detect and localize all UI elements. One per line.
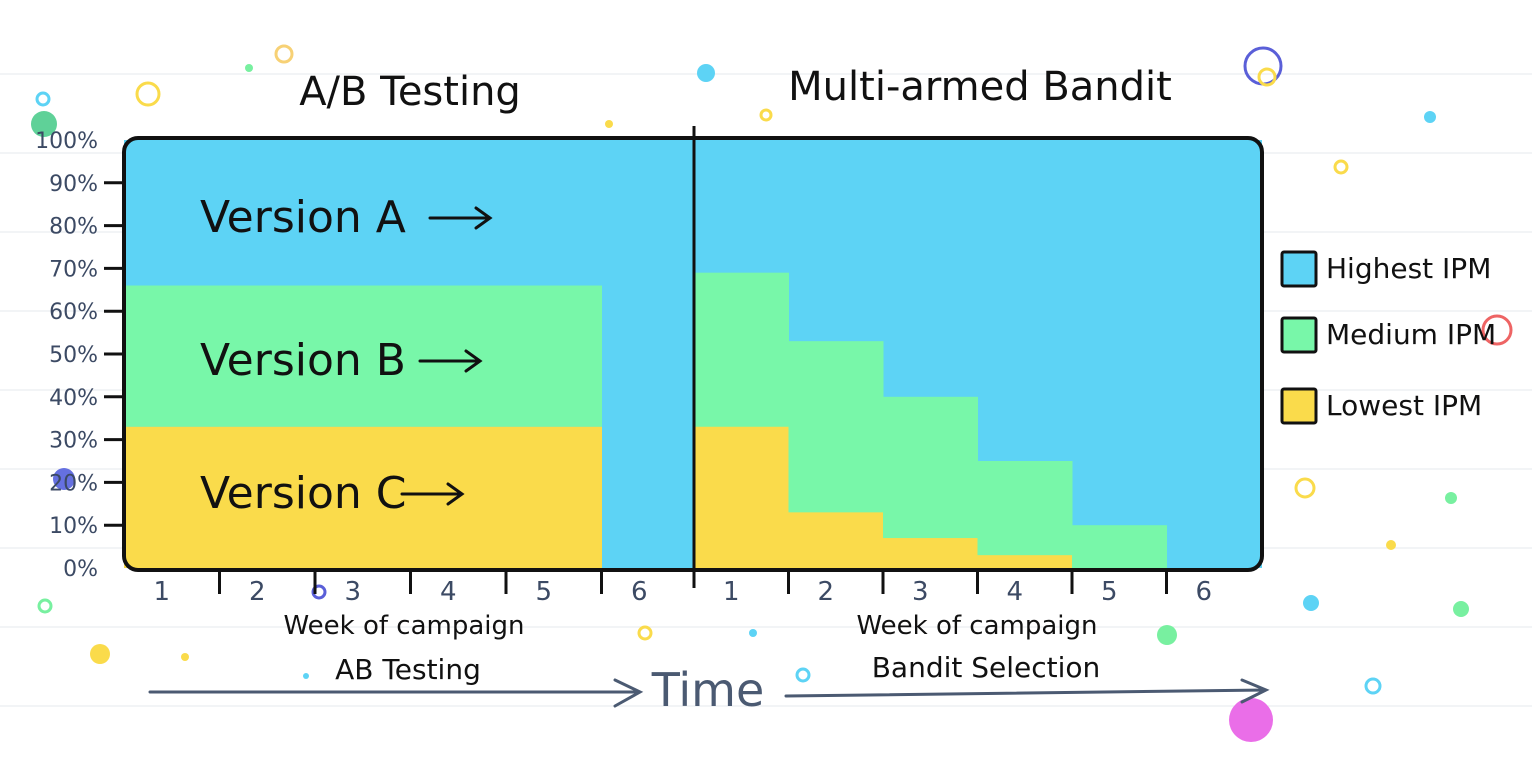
x-tick-label: 3 <box>344 577 361 607</box>
confetti-dot <box>1453 601 1469 617</box>
confetti-dot <box>1424 111 1436 123</box>
confetti-ring <box>1364 677 1382 695</box>
ab-testing-plot <box>124 140 694 568</box>
x-tick-label: 4 <box>440 577 457 607</box>
confetti-dot <box>697 64 715 82</box>
y-tick-label: 10% <box>49 514 98 539</box>
y-tick-label: 20% <box>49 471 98 496</box>
y-tick-label: 40% <box>49 386 98 411</box>
confetti-dot <box>53 468 75 490</box>
time-arrow <box>148 678 1270 708</box>
confetti-dot <box>749 629 757 637</box>
confetti-dot <box>1303 595 1319 611</box>
x-tick-label: 6 <box>631 577 648 607</box>
x-tick-label: 1 <box>723 577 740 607</box>
ab-bar-medium <box>315 285 411 427</box>
legend-label: Highest IPM <box>1326 252 1491 285</box>
confetti-ring <box>637 625 653 641</box>
bandit-bar-lowest <box>694 426 789 568</box>
confetti-dot <box>90 644 110 664</box>
x-axis: 1 2 3 4 5 6 1 2 3 4 5 6 <box>153 568 1212 607</box>
confetti-ring <box>135 81 161 107</box>
bandit-bar-medium <box>977 461 1073 568</box>
y-tick-label: 80% <box>49 215 98 240</box>
y-tick-label: 90% <box>49 172 98 197</box>
confetti-dot <box>245 64 253 72</box>
ab-bar-lowest <box>315 426 411 568</box>
bandit-sublabel: Bandit Selection <box>872 651 1101 684</box>
legend-label: Lowest IPM <box>1326 389 1482 422</box>
y-tick-label: 60% <box>49 300 98 325</box>
confetti-dot <box>1386 540 1396 550</box>
chart-frame <box>122 126 1264 588</box>
ab-bar-medium <box>124 285 220 427</box>
bandit-bar-lowest <box>977 555 1073 568</box>
legend: Highest IPM Medium IPM Lowest IPM <box>1280 250 1496 425</box>
bandit-bar-lowest <box>883 538 978 568</box>
time-arrow-right <box>784 678 1270 704</box>
ab-bar-lowest <box>219 426 316 568</box>
time-label: Time <box>651 663 765 717</box>
confetti-dot <box>1229 698 1273 742</box>
time-arrow-left <box>148 678 644 708</box>
legend-swatch <box>1280 387 1318 425</box>
version-arrow <box>428 206 493 230</box>
bandit-bar-medium <box>1072 525 1167 568</box>
confetti-ring <box>1333 159 1349 175</box>
ab-sublabel: AB Testing <box>335 653 481 686</box>
bandit-bar-lowest <box>788 512 884 568</box>
version-label: Version C <box>200 468 407 519</box>
x-tick-label: 5 <box>1101 577 1118 607</box>
bandit-title: Multi-armed Bandit <box>788 64 1172 110</box>
legend-swatch <box>1280 250 1318 288</box>
confetti-ring <box>1294 477 1316 499</box>
legend-swatch <box>1280 316 1318 354</box>
ab-bar-lowest <box>124 426 220 568</box>
x-tick-label: 6 <box>1195 577 1212 607</box>
confetti-dot <box>1445 492 1457 504</box>
confetti-dot <box>303 673 309 679</box>
confetti-dot <box>605 120 613 128</box>
x-tick-label: 3 <box>912 577 929 607</box>
confetti-ring <box>795 667 811 683</box>
x-tick-label: 1 <box>153 577 170 607</box>
legend-label: Medium IPM <box>1326 318 1496 351</box>
x-tick-label: 2 <box>817 577 834 607</box>
confetti-ring <box>274 44 294 64</box>
confetti-ring <box>311 584 327 600</box>
confetti-dot <box>1157 625 1177 645</box>
version-label: Version B <box>200 335 406 386</box>
y-tick-label: 0% <box>63 557 98 582</box>
ab-xlabel: Week of campaign <box>283 611 524 641</box>
confetti-ring <box>1257 67 1277 87</box>
y-tick-label: 50% <box>49 343 98 368</box>
ab-bar-medium <box>219 285 316 427</box>
ab-bar-medium <box>506 285 602 427</box>
confetti-ring <box>1481 314 1513 346</box>
version-arrow <box>400 482 465 506</box>
confetti-dot <box>31 111 57 137</box>
ab-version-labels: Version A Version B Version C <box>200 192 493 519</box>
ab-bar-medium <box>410 285 507 427</box>
confetti-ring <box>759 108 773 122</box>
version-label: Version A <box>200 192 406 243</box>
ab-bar-lowest <box>506 426 602 568</box>
x-tick-label: 5 <box>535 577 552 607</box>
confetti-ring <box>35 91 51 107</box>
y-tick-label: 30% <box>49 429 98 454</box>
y-tick-label: 100% <box>35 129 98 154</box>
x-tick-label: 2 <box>249 577 266 607</box>
y-tick-label: 70% <box>49 257 98 282</box>
version-arrow <box>418 349 483 373</box>
ab-title: A/B Testing <box>299 69 521 115</box>
confetti-dot <box>181 653 189 661</box>
bandit-plot <box>694 140 1262 568</box>
y-axis: 100% 90% 80% 70% 60% 50% 40% 30% 20% 10% 0% <box>35 129 122 582</box>
x-tick-label: 4 <box>1006 577 1023 607</box>
confetti-ring <box>37 598 53 614</box>
bandit-xlabel: Week of campaign <box>856 611 1097 641</box>
confetti-decoration <box>31 44 1513 742</box>
